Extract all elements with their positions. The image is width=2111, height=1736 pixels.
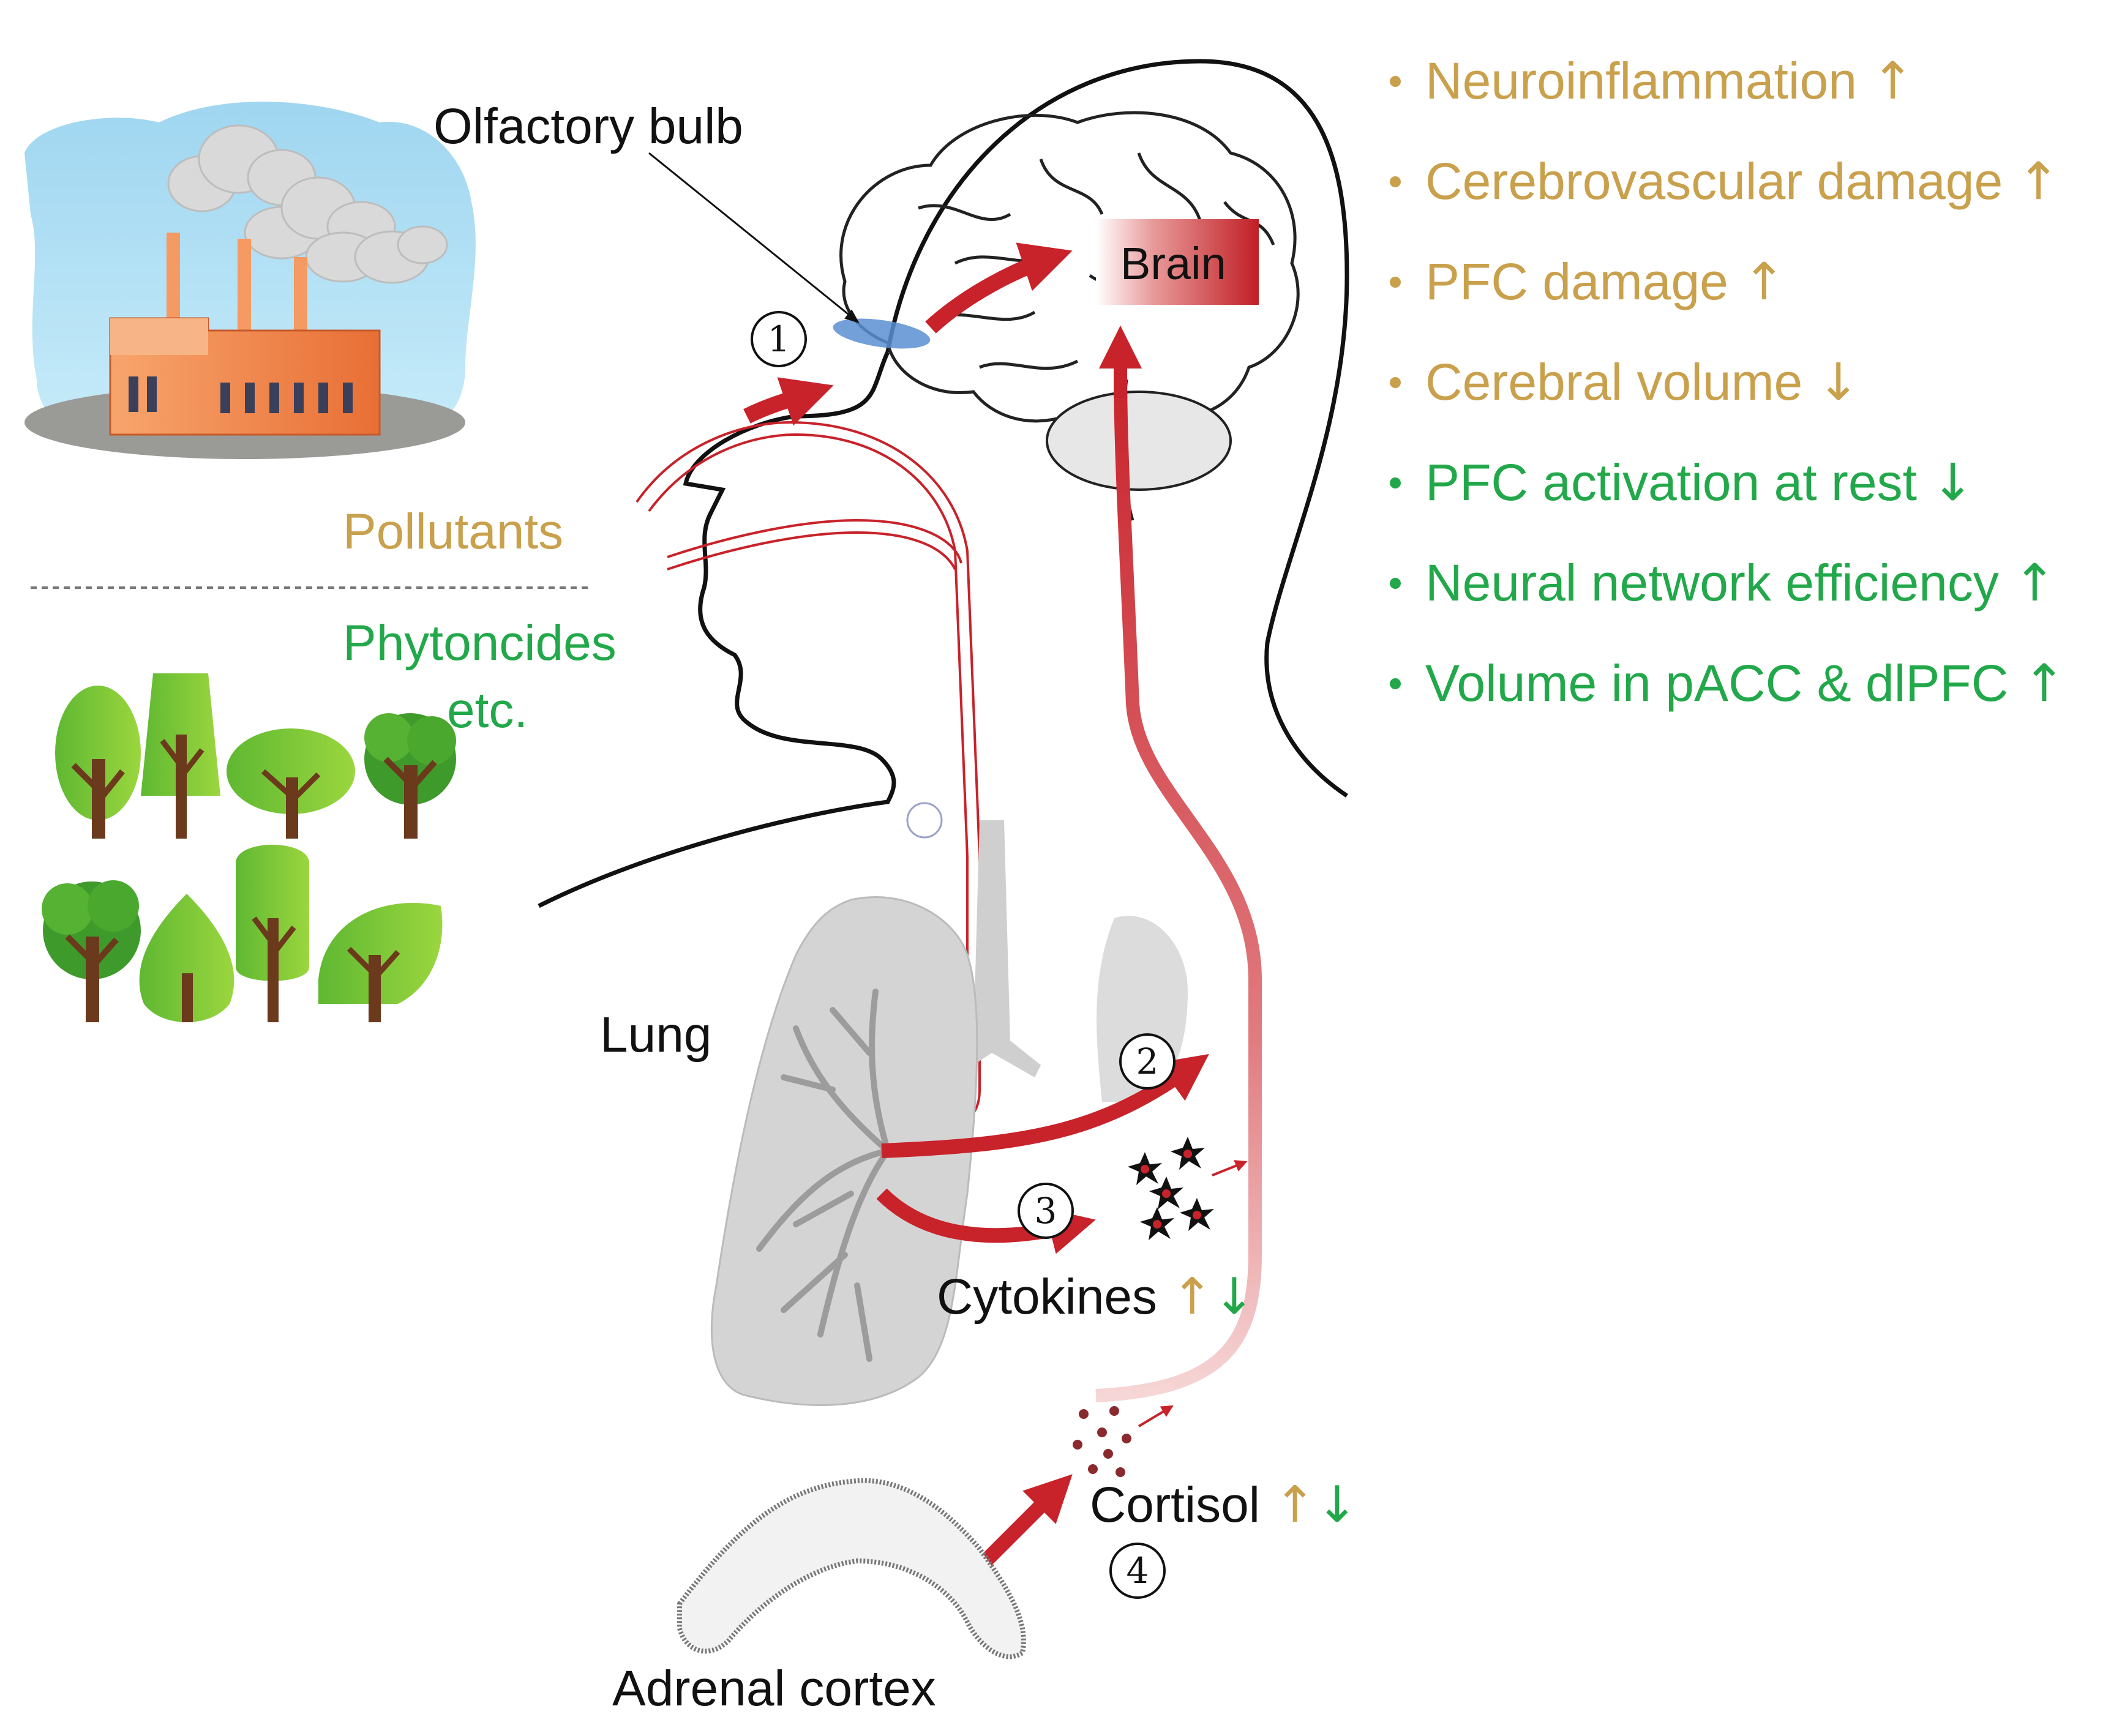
pathway-arrow-4 <box>980 1474 1073 1566</box>
tree-icon <box>42 673 456 1022</box>
cytokines-label: Cytokines ↑↓ <box>937 1272 1255 1322</box>
throat-marker <box>906 802 943 839</box>
pollutants-label: Pollutants <box>343 504 564 559</box>
brain-label-box: Brain <box>1096 219 1259 305</box>
brain-label: Brain <box>1120 238 1226 289</box>
phytoncides-label: Phytoncides <box>343 615 617 671</box>
effect-item: PFC activation at rest ↓ <box>1390 457 1974 508</box>
cytokines-text: Cytokines <box>937 1269 1158 1325</box>
effect-item: Neural network efficiency ↑ <box>1390 557 2057 608</box>
factory-icon <box>24 102 476 459</box>
bullet-icon <box>1390 577 1401 589</box>
bullet-icon <box>1390 477 1401 488</box>
adrenal-cortex-label: Adrenal cortex <box>612 1661 936 1716</box>
effect-item: PFC damage ↑ <box>1390 256 1786 307</box>
bullet-icon <box>1390 75 1401 87</box>
lung-shape <box>710 820 1188 1406</box>
cytokine-icon <box>1128 1137 1214 1240</box>
bullet-icon <box>1390 176 1401 187</box>
cortisol-dot-icon <box>1073 1406 1131 1477</box>
pathway-arrow-1b <box>925 242 1073 334</box>
effect-item: Neuroinflammation ↑ <box>1390 55 1914 107</box>
adrenal-gland-icon <box>677 1478 1026 1659</box>
airway <box>636 421 981 1152</box>
cortisol-down-arrow: ↓ <box>1316 1476 1359 1534</box>
pathway-number-3: 3 <box>1018 1183 1074 1239</box>
olfactory-bulb-label: Olfactory bulb <box>433 99 743 154</box>
effect-item: Volume in pACC & dlPFC ↑ <box>1390 657 2066 709</box>
cytokines-up-arrow: ↑ <box>1171 1268 1213 1326</box>
head-outline <box>885 59 1349 798</box>
cortisol-label: Cortisol ↑↓ <box>1090 1480 1358 1530</box>
bullet-icon <box>1390 376 1401 388</box>
cytokine-arrow <box>1212 1160 1248 1177</box>
cortisol-text: Cortisol <box>1090 1477 1260 1533</box>
pathway-arrow-1 <box>743 377 834 426</box>
cytokines-down-arrow: ↓ <box>1213 1268 1256 1326</box>
cerebellum <box>1046 391 1232 491</box>
bullet-icon <box>1390 276 1401 288</box>
olfactory-bulb-shape <box>833 318 931 349</box>
phytoncides-etc-label: etc. <box>447 683 528 738</box>
pathway-number-2: 2 <box>1119 1033 1175 1090</box>
pathway-number-1: 1 <box>751 311 807 367</box>
blood-vessel <box>1095 367 1262 1402</box>
olfactory-pointer <box>648 152 860 324</box>
cortisol-up-arrow: ↑ <box>1273 1476 1316 1534</box>
effect-item: Cerebrovascular damage ↑ <box>1390 155 2060 207</box>
effect-item: Cerebral volume ↓ <box>1390 356 1860 408</box>
lung-label: Lung <box>600 1007 712 1063</box>
bullet-icon <box>1390 678 1401 689</box>
cortisol-arrow <box>1138 1405 1174 1427</box>
pathway-number-4: 4 <box>1109 1543 1166 1599</box>
pathway-arrow-2 <box>881 1053 1209 1158</box>
